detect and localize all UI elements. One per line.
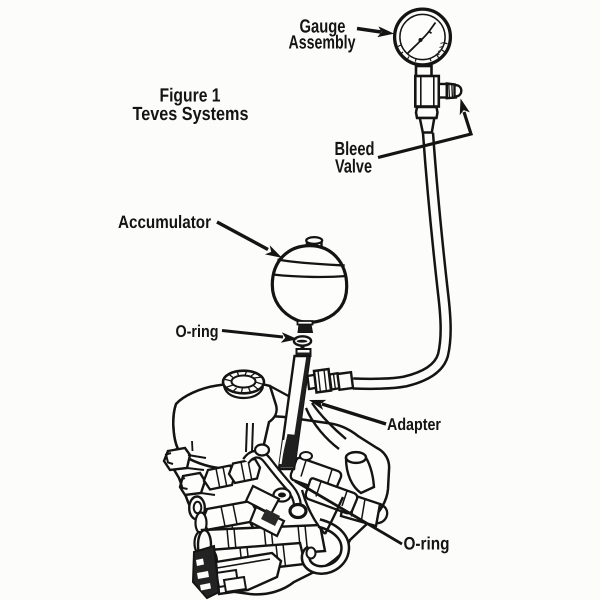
svg-text:Valve: Valve [335, 157, 372, 178]
svg-text:Teves Systems: Teves Systems [133, 104, 249, 125]
svg-text:Adapter: Adapter [387, 415, 441, 434]
svg-text:O-ring: O-ring [176, 322, 219, 341]
svg-text:Figure 1: Figure 1 [160, 86, 221, 107]
svg-text:Accumulator: Accumulator [118, 212, 211, 232]
svg-text:Assembly: Assembly [289, 33, 356, 54]
svg-text:Gauge: Gauge [300, 17, 346, 38]
svg-text:O-ring: O-ring [404, 534, 450, 554]
svg-text:Bleed: Bleed [335, 139, 375, 160]
